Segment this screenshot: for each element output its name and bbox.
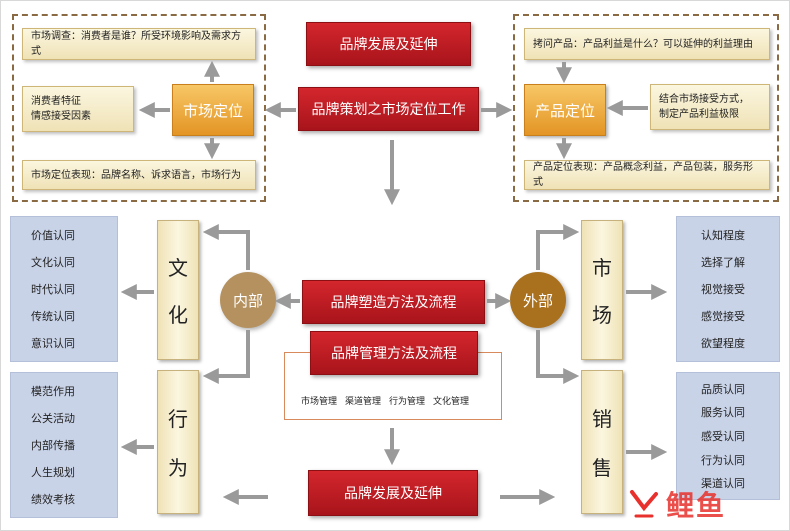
- brand-shaping-box: 品牌塑造方法及流程: [302, 280, 485, 324]
- product-question-box: 拷问产品：产品利益是什么？可以延伸的利益理由: [524, 28, 770, 60]
- market-item: 欲望程度: [701, 337, 745, 351]
- external-circle: 外部: [510, 272, 566, 328]
- market-bar: 市 场: [581, 220, 623, 360]
- product-question-text: 拷问产品：产品利益是什么？可以延伸的利益理由: [533, 38, 753, 50]
- behavior-char: 行: [168, 407, 188, 431]
- market-expression-box: 市场定位表现：品牌名称、诉求语言，市场行为: [22, 160, 256, 190]
- market-research-box: 市场调查：消费者是谁？所受环境影响及需求方式: [22, 28, 256, 60]
- brand-shaping-label: 品牌塑造方法及流程: [330, 295, 457, 311]
- behavior-item: 人生规划: [31, 466, 75, 480]
- market-item: 感觉接受: [701, 310, 745, 324]
- product-combine-line2: 制定产品利益极限: [659, 109, 739, 120]
- product-expression-text: 产品定位表现：产品概念利益，产品包装，服务形式: [533, 162, 753, 188]
- watermark-char: 鱼: [696, 489, 727, 522]
- top-brand-development-box: 品牌发展及延伸: [306, 22, 471, 66]
- external-label: 外部: [522, 291, 553, 310]
- management-items: 市场管理 渠道管理 行为管理 文化管理: [301, 394, 469, 407]
- culture-item: 文化认同: [31, 255, 75, 269]
- management-item: 渠道管理: [345, 397, 382, 407]
- market-char: 市: [592, 256, 612, 280]
- culture-item: 意识认同: [31, 337, 75, 351]
- sales-items-panel: 品质认同 服务认同 感受认同 行为认同 渠道认同: [676, 372, 780, 500]
- bottom-brand-development-label: 品牌发展及延伸: [344, 486, 442, 502]
- sales-char: 售: [592, 456, 612, 480]
- market-item: 认知程度: [701, 228, 745, 242]
- behavior-item: 绩效考核: [31, 493, 75, 507]
- behavior-items-panel: 模范作用 公关活动 内部传播 人生规划 绩效考核: [10, 372, 118, 518]
- watermark-char: 鲤: [666, 489, 697, 522]
- consumer-feature-line2: 情感接受因素: [31, 111, 91, 122]
- product-expression-box: 产品定位表现：产品概念利益，产品包装，服务形式: [524, 160, 770, 190]
- arrow-icon: [536, 330, 580, 384]
- culture-char: 化: [168, 303, 188, 327]
- culture-item: 传统认同: [31, 310, 75, 324]
- market-positioning-node: 市场定位: [172, 84, 254, 136]
- market-research-text: 市场调查：消费者是谁？所受环境影响及需求方式: [31, 31, 241, 57]
- product-combine-box: 结合市场接受方式， 制定产品利益极限: [650, 84, 770, 130]
- behavior-item: 模范作用: [31, 384, 75, 398]
- market-positioning-label: 市场定位: [182, 101, 243, 120]
- market-item: 选择了解: [701, 255, 745, 269]
- market-expression-text: 市场定位表现：品牌名称、诉求语言，市场行为: [31, 169, 241, 181]
- watermark-text: 鲤鱼: [666, 484, 726, 524]
- culture-char: 文: [168, 256, 188, 280]
- brand-planning-box: 品牌策划之市场定位工作: [298, 87, 479, 131]
- behavior-item: 公关活动: [31, 411, 75, 425]
- product-positioning-group: [513, 14, 779, 202]
- brand-management-box: 品牌管理方法及流程: [310, 331, 478, 375]
- culture-items-panel: 价值认同 文化认同 时代认同 传统认同 意识认同: [10, 216, 118, 362]
- market-items-panel: 认知程度 选择了解 视觉接受 感觉接受 欲望程度: [676, 216, 780, 362]
- sales-char: 销: [592, 407, 612, 431]
- product-combine-line1: 结合市场接受方式，: [659, 94, 749, 105]
- brand-management-label: 品牌管理方法及流程: [331, 346, 457, 362]
- internal-label: 内部: [232, 291, 263, 310]
- arrow-icon: [202, 330, 250, 384]
- product-positioning-node: 产品定位: [524, 84, 606, 136]
- management-item: 行为管理: [389, 397, 426, 407]
- bottom-brand-development-box: 品牌发展及延伸: [308, 470, 478, 516]
- arrow-icon: [536, 224, 580, 270]
- market-char: 场: [592, 303, 612, 327]
- sales-item: 品质认同: [701, 382, 745, 396]
- internal-circle: 内部: [220, 272, 276, 328]
- management-item: 市场管理: [301, 397, 338, 407]
- behavior-char: 为: [168, 456, 188, 480]
- culture-item: 价值认同: [31, 228, 75, 242]
- product-positioning-label: 产品定位: [534, 101, 595, 120]
- behavior-bar: 行 为: [157, 370, 199, 514]
- consumer-feature-line1: 消费者特征: [31, 96, 81, 107]
- sales-item: 服务认同: [701, 406, 745, 420]
- market-item: 视觉接受: [701, 282, 745, 296]
- brand-planning-label: 品牌策划之市场定位工作: [311, 102, 466, 118]
- culture-item: 时代认同: [31, 282, 75, 296]
- sales-bar: 销 售: [581, 370, 623, 514]
- sales-item: 行为认同: [701, 453, 745, 467]
- sales-item: 感受认同: [701, 429, 745, 443]
- management-item: 文化管理: [433, 397, 470, 407]
- behavior-item: 内部传播: [31, 438, 75, 452]
- culture-bar: 文 化: [157, 220, 199, 360]
- fish-logo-icon: [626, 486, 662, 522]
- top-brand-development-label: 品牌发展及延伸: [339, 37, 438, 53]
- arrow-icon: [202, 224, 250, 270]
- consumer-feature-box: 消费者特征 情感接受因素: [22, 86, 134, 132]
- sales-item: 渠道认同: [701, 477, 745, 491]
